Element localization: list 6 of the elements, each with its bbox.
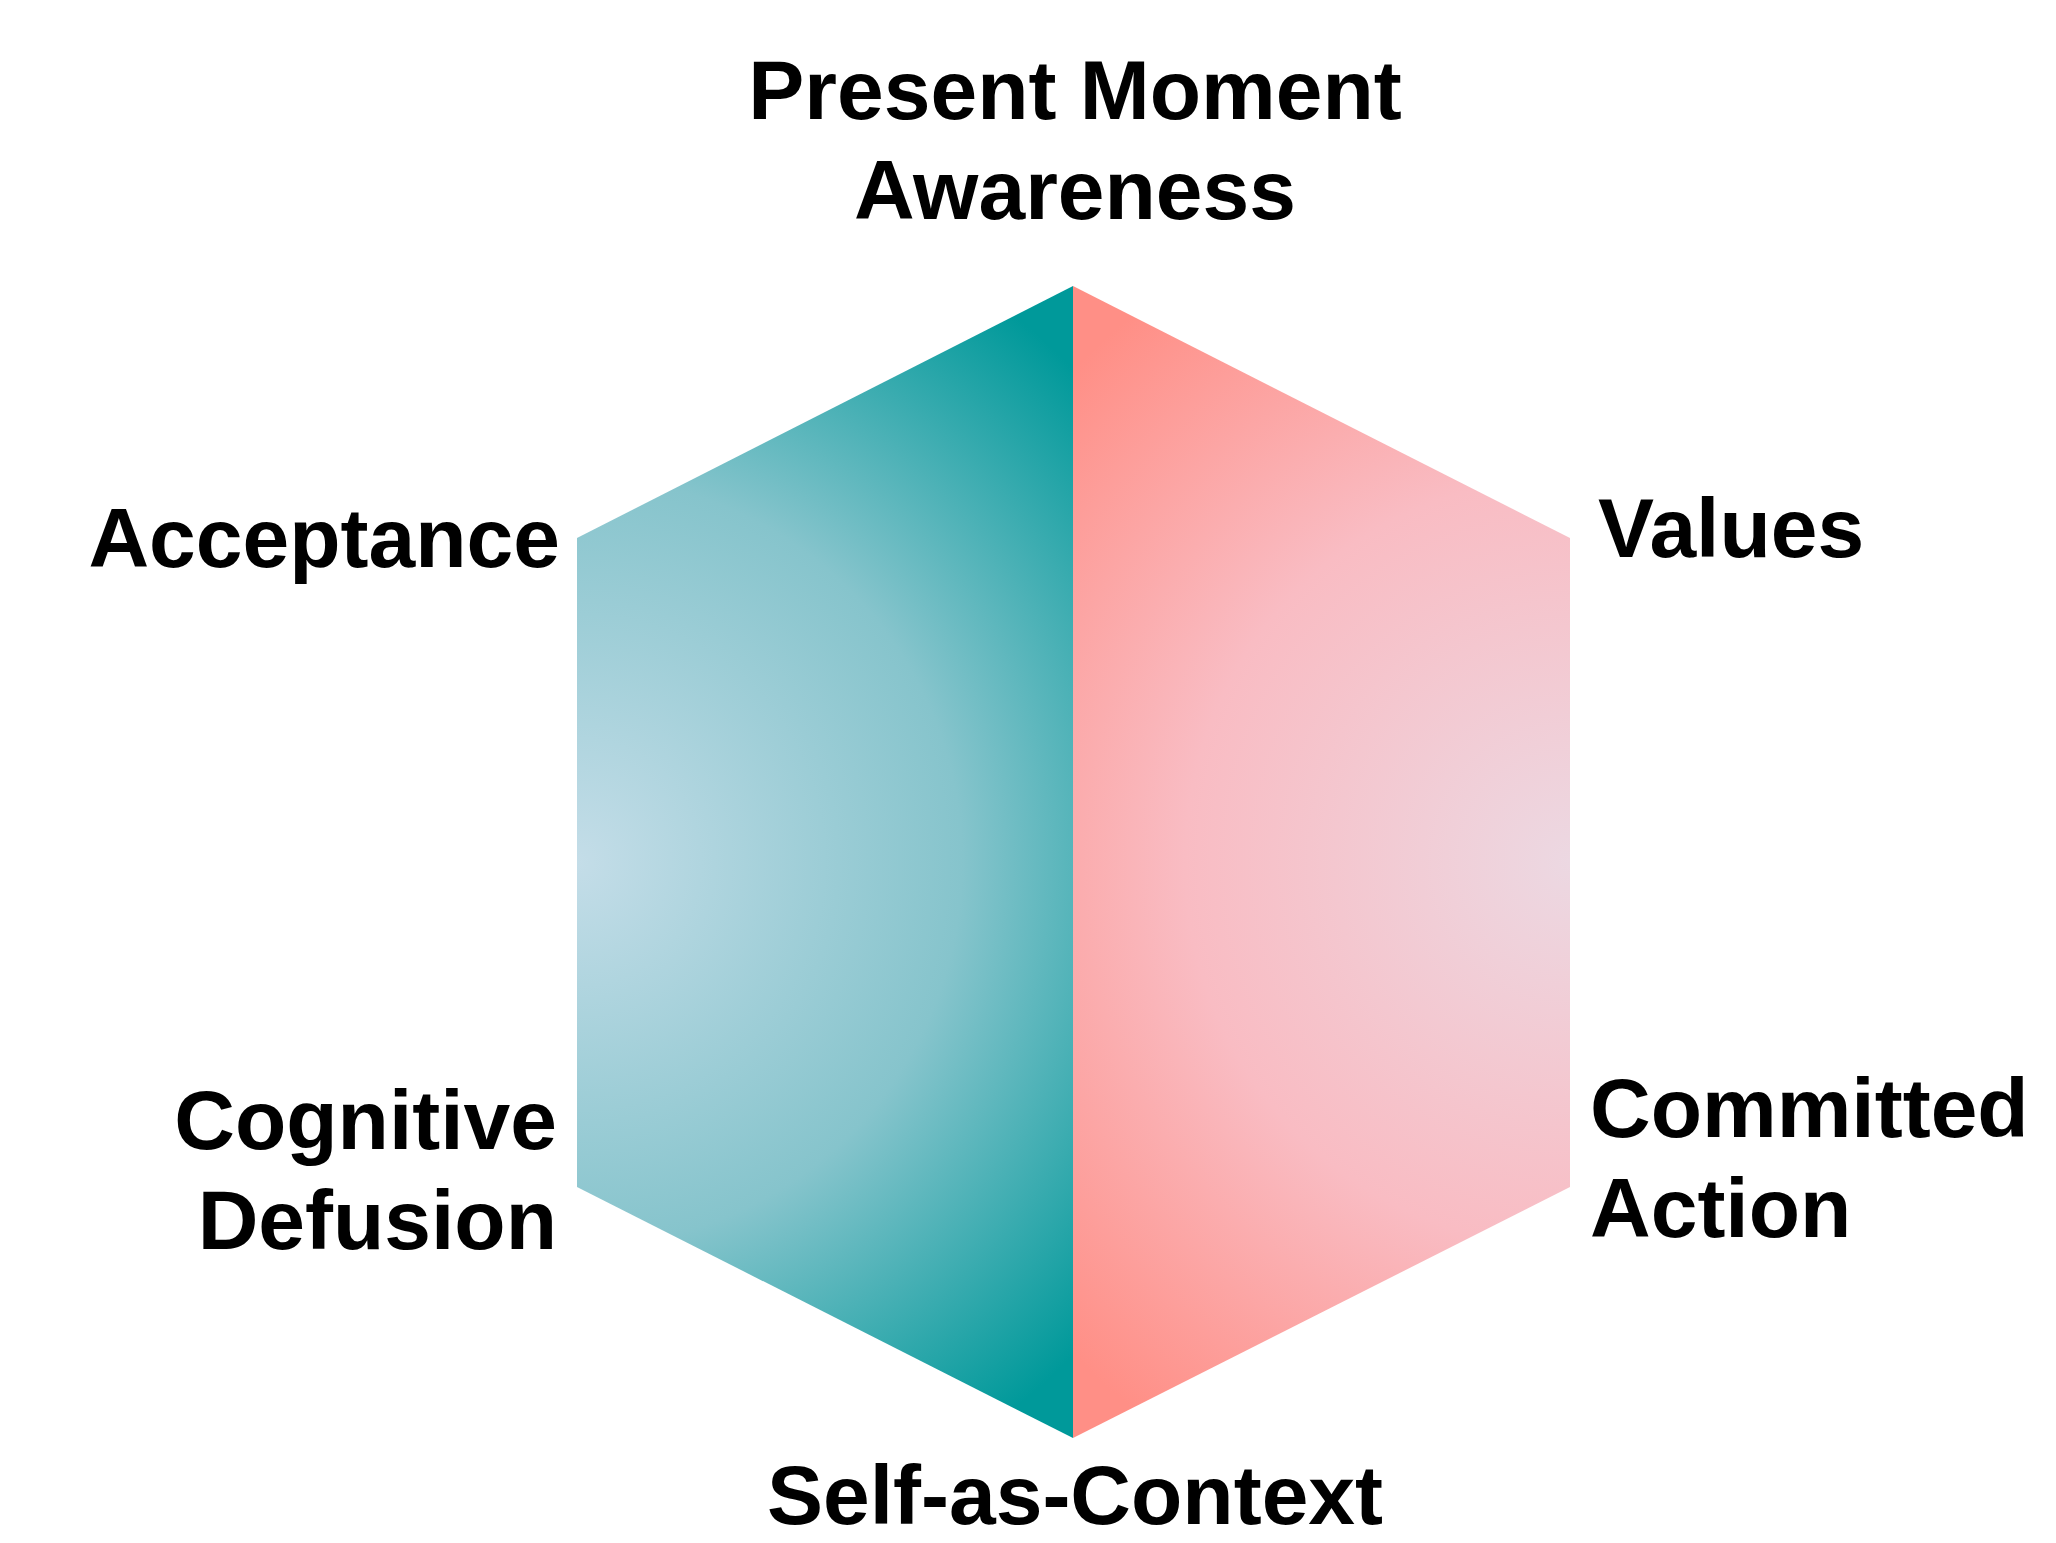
vertex-label: Committed Action [1590,1060,2030,1257]
vertex-label: Cognitive Defusion [173,1072,557,1269]
vertex-label: Values [1598,480,1866,577]
vertex-label: Self-as-Context [765,1447,1385,1543]
vertex-label: Present Moment Awareness [747,42,1403,239]
vertex-label: Acceptance [87,490,560,587]
